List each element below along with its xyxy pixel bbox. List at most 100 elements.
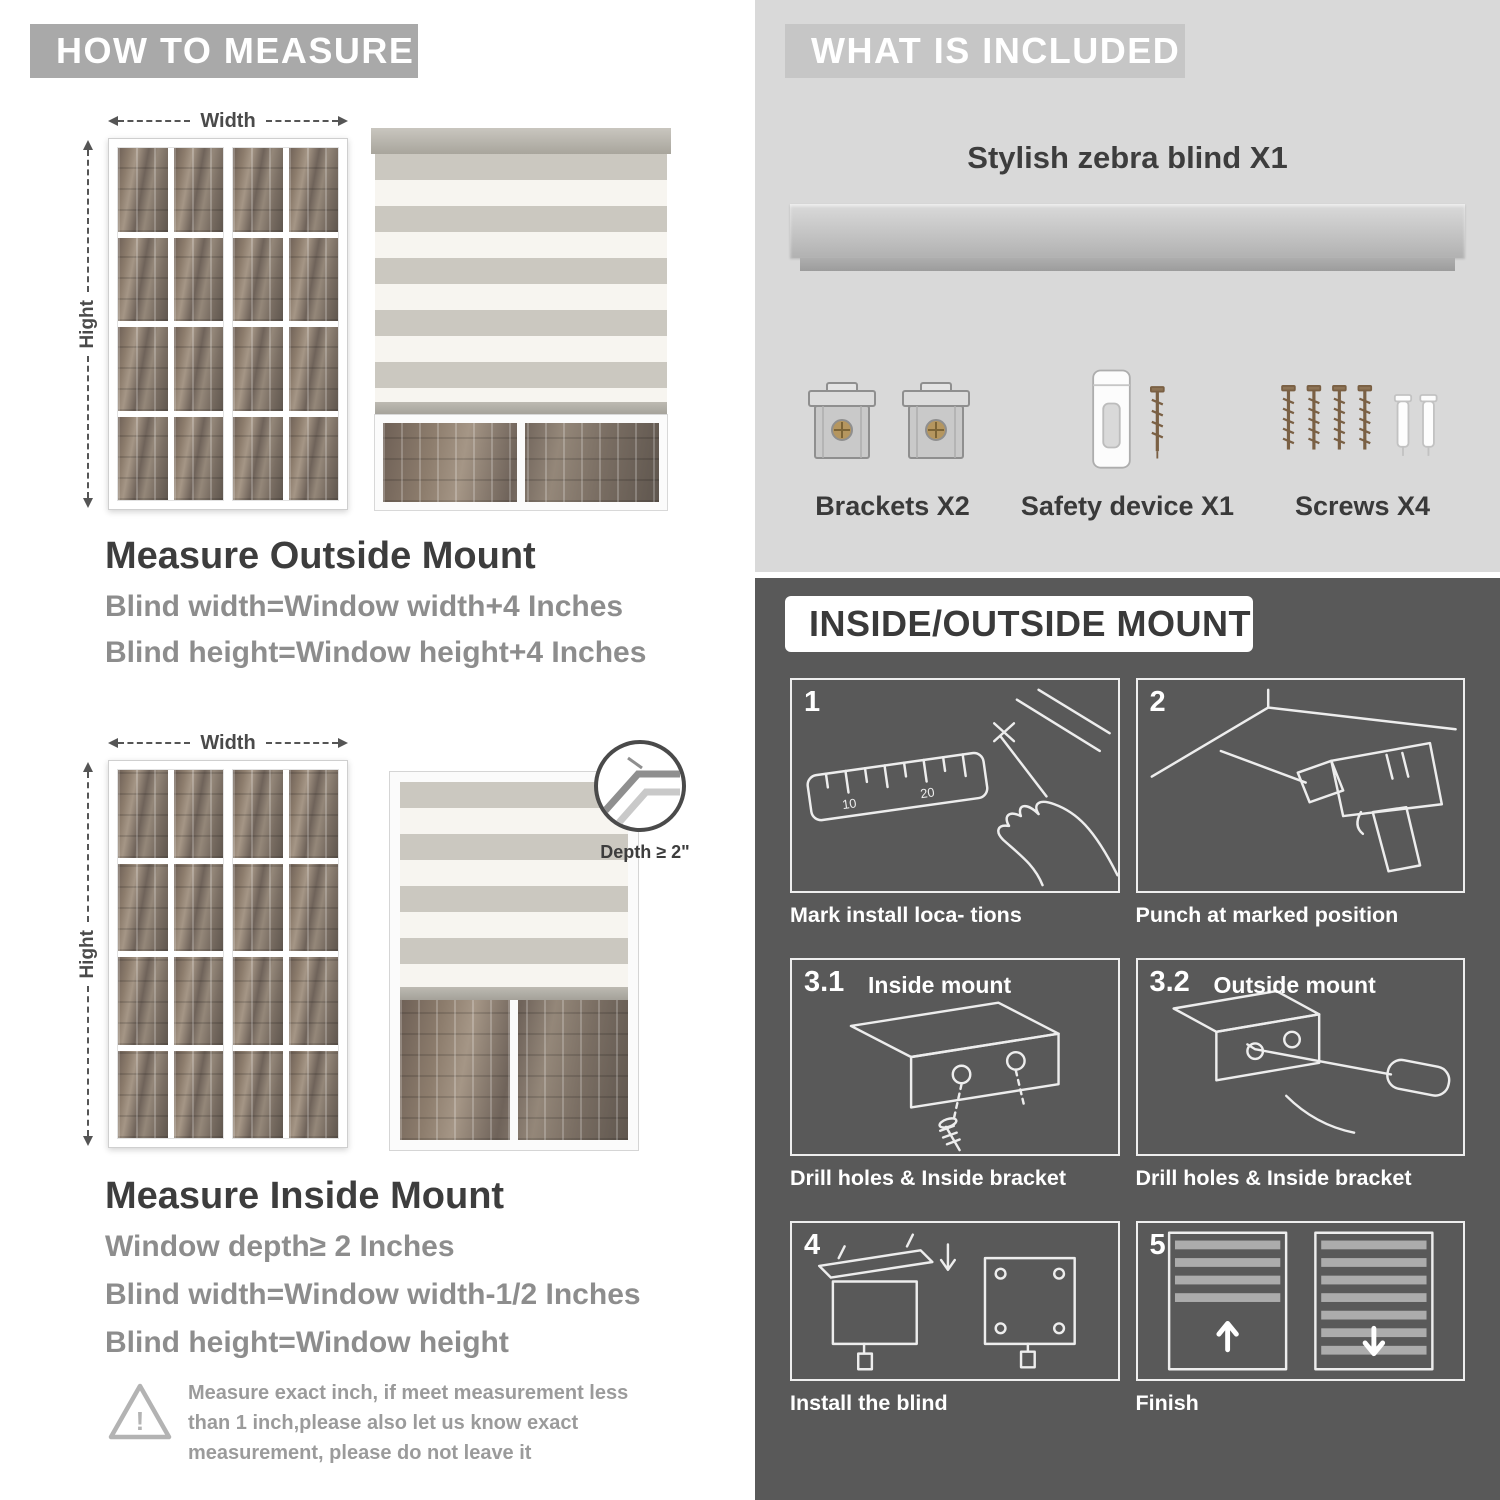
screws-label: Screws X4 xyxy=(1294,491,1431,521)
window-pane xyxy=(288,237,338,321)
inside-rule-3: Blind height=Window height xyxy=(105,1326,509,1359)
window-panes xyxy=(232,769,339,1139)
brackets-label: Brackets X2 xyxy=(815,491,970,521)
window-panes xyxy=(117,769,224,1139)
height-label: Hight xyxy=(77,299,98,349)
step-1-illustration: 10 20 1 xyxy=(790,678,1120,893)
how-to-measure-title: HOW TO MEASURE xyxy=(56,30,415,71)
inside-mount-heading: Measure Inside Mount xyxy=(105,1175,505,1217)
step-4-illustration: 4 xyxy=(790,1221,1120,1381)
zebra-blind-inside-figure xyxy=(389,771,639,1151)
window-pane xyxy=(118,237,168,321)
brackets-icon xyxy=(807,382,970,459)
included-items-row: Brackets X2 Safety device X1 xyxy=(775,332,1480,522)
step-number: 3.2 xyxy=(1149,966,1190,998)
mount-instructions-section: INSIDE/OUTSIDE MOUNT 10 xyxy=(755,578,1500,1500)
window-pane xyxy=(173,327,223,411)
included-item-safety-device: Safety device X1 xyxy=(1010,332,1245,522)
mount-heading: INSIDE/OUTSIDE MOUNT xyxy=(809,603,1252,644)
warning-triangle-icon: ! xyxy=(108,1382,172,1442)
mount-step-1: 10 20 1 Mark install loca- tions xyxy=(790,678,1120,928)
step-sub-label: Inside mount xyxy=(868,972,1012,998)
window-pane xyxy=(118,770,168,858)
svg-text:20: 20 xyxy=(919,784,935,801)
what-is-included-section: WHAT IS INCLUDED Stylish zebra blind X1 xyxy=(755,0,1500,572)
step-3-2-illustration: 3.2 Outside mount xyxy=(1135,958,1465,1156)
window-pane xyxy=(173,1050,223,1138)
window-pane xyxy=(118,416,168,500)
outside-mount-heading: Measure Outside Mount xyxy=(105,535,536,577)
window-photo-outside xyxy=(108,138,348,510)
outside-rule-1: Blind width=Window width+4 Inches xyxy=(105,590,624,623)
blind-headrail xyxy=(371,128,671,154)
step-3-1-illustration: 3.1 Inside mount xyxy=(790,958,1120,1156)
step-sub-label: Outside mount xyxy=(1213,972,1376,998)
window-corner-icon xyxy=(601,756,680,828)
window-pane xyxy=(118,957,168,1045)
window-panes xyxy=(117,147,224,501)
measurement-note: Measure exact inch, if meet measurement … xyxy=(188,1382,629,1464)
window-pane xyxy=(288,327,338,411)
step-number: 5 xyxy=(1149,1229,1166,1261)
what-is-included-title: WHAT IS INCLUDED xyxy=(811,30,1181,71)
inside-rule-1: Window depth≥ 2 Inches xyxy=(105,1230,455,1263)
window-under-blind xyxy=(400,1000,628,1140)
window-under-blind xyxy=(374,414,668,511)
width-arrow-inside: Width xyxy=(108,732,349,754)
window-pane xyxy=(173,148,223,232)
width-arrow-outside: Width xyxy=(108,109,349,132)
drill-icon xyxy=(1150,688,1457,873)
window-pane xyxy=(173,957,223,1045)
step-number: 1 xyxy=(804,686,821,718)
depth-label: Depth ≥ 2" xyxy=(600,842,690,862)
window-pane xyxy=(118,1050,168,1138)
mount-step-4: 4 Install the blind xyxy=(790,1221,1120,1416)
window-pane xyxy=(288,770,338,858)
window-pane xyxy=(233,957,283,1045)
arrow-left-icon xyxy=(108,738,118,748)
step-number: 3.1 xyxy=(804,966,845,998)
window-pane xyxy=(233,237,283,321)
window-pane xyxy=(233,327,283,411)
inside-rule-2: Blind width=Window width-1/2 Inches xyxy=(105,1278,641,1311)
outside-bracket-icon xyxy=(1171,989,1450,1134)
mark-location-icon: 10 20 xyxy=(806,688,1118,887)
height-label: Hight xyxy=(77,929,98,979)
depth-detail-circle xyxy=(594,740,686,832)
window-photo-inside xyxy=(108,760,348,1148)
window-panes xyxy=(232,147,339,501)
window-pane xyxy=(233,863,283,951)
blind-stripes xyxy=(400,782,628,987)
step-4-caption: Install the blind xyxy=(790,1391,948,1415)
arrow-up-icon xyxy=(83,140,93,150)
zebra-blind-outside-figure xyxy=(371,128,671,511)
height-arrow-inside: Hight xyxy=(76,762,100,1147)
window-pane xyxy=(288,416,338,500)
outside-rule-2: Blind height=Window height+4 Inches xyxy=(105,636,647,669)
mount-step-5: 5 Finish xyxy=(1135,1221,1465,1416)
svg-text:10: 10 xyxy=(841,795,857,812)
window-pane xyxy=(173,237,223,321)
window-pane xyxy=(288,148,338,232)
window-pane xyxy=(118,327,168,411)
arrow-down-icon xyxy=(83,1136,93,1147)
step-2-caption: Punch at marked position xyxy=(1135,903,1399,927)
step-3-2-caption: Drill holes & Inside bracket xyxy=(1135,1166,1412,1190)
window-pane xyxy=(288,1050,338,1138)
arrow-right-icon xyxy=(338,116,349,126)
mount-step-3-2: 3.2 Outside mount Drill holes & Inside b… xyxy=(1135,958,1465,1191)
window-pane xyxy=(118,148,168,232)
install-blind-icon xyxy=(818,1233,1076,1371)
window-pane xyxy=(233,770,283,858)
width-label: Width xyxy=(200,109,256,132)
blind-bottom-rail xyxy=(375,402,667,415)
step-number: 4 xyxy=(804,1229,821,1261)
window-pane xyxy=(288,957,338,1045)
finished-blinds-icon xyxy=(1167,1231,1434,1371)
warning-exclamation: ! xyxy=(135,1406,145,1436)
included-item-brackets: Brackets X2 xyxy=(775,332,1010,522)
blind-item-label: Stylish zebra blind X1 xyxy=(967,140,1288,175)
window-pane xyxy=(173,770,223,858)
mount-heading-banner: INSIDE/OUTSIDE MOUNT xyxy=(785,596,1253,652)
